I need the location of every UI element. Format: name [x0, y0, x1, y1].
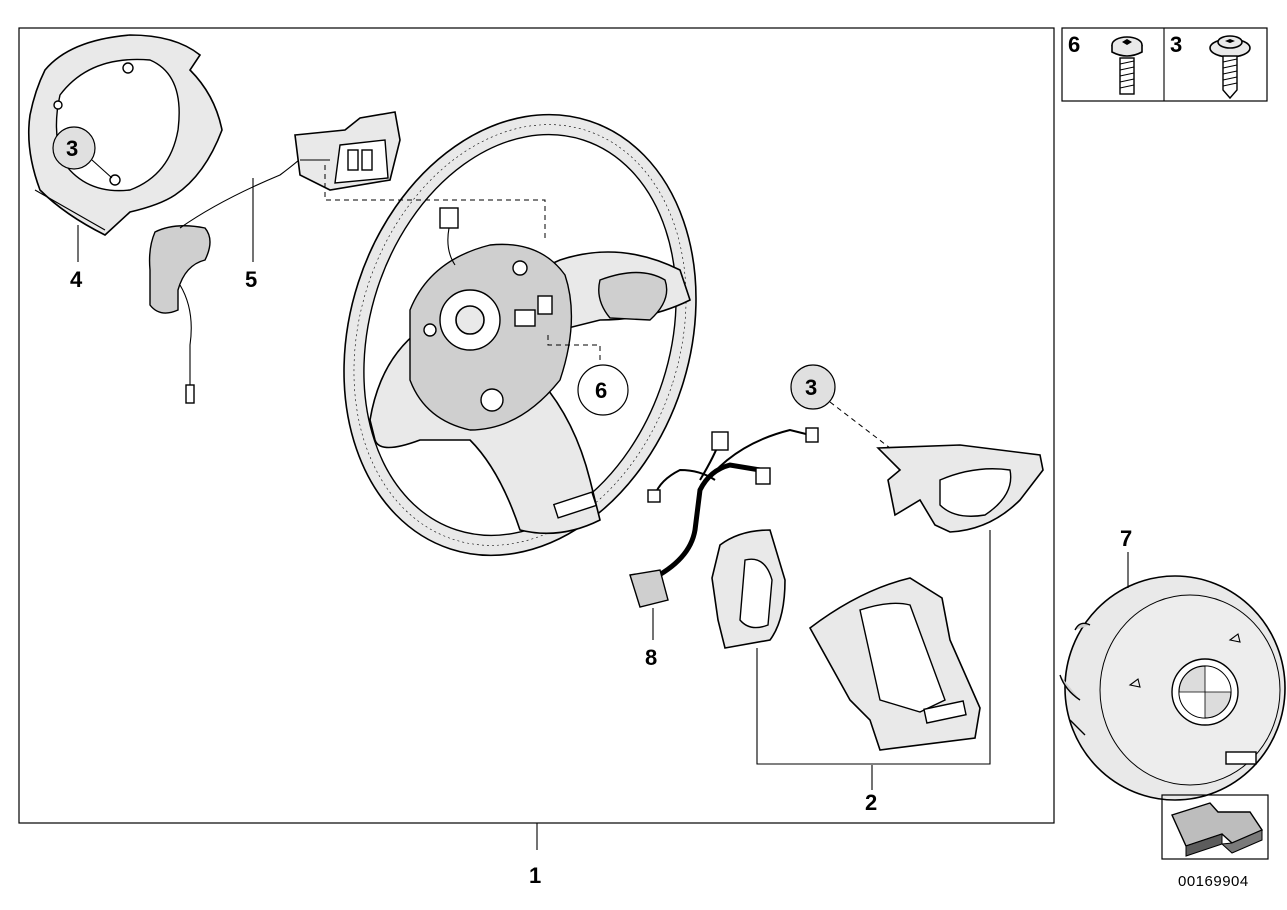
orientation-arrow-icon	[1161, 794, 1269, 860]
callout-7: 7	[1120, 526, 1132, 551]
callout-2: 2	[865, 790, 877, 815]
legend-label-3: 3	[1170, 32, 1182, 57]
flange-screw-icon	[1209, 35, 1251, 100]
wiring-harness-icon	[629, 427, 819, 608]
legend-label-6: 6	[1068, 32, 1080, 57]
callout-1: 1	[529, 863, 541, 888]
trim-cover-icon	[711, 444, 1044, 790]
reference-number: 00169904	[1178, 873, 1249, 890]
steering-wheel-icon	[324, 113, 697, 557]
switch-module-icon	[148, 111, 401, 404]
torx-screw-icon	[1111, 36, 1143, 95]
callout-circle-3-left	[52, 126, 96, 170]
callout-3-right: 3	[805, 375, 817, 400]
callout-circle-6	[577, 364, 629, 416]
callout-4: 4	[70, 267, 83, 292]
callout-6: 6	[595, 378, 607, 403]
callout-circle-3-right	[790, 364, 836, 410]
callout-8: 8	[645, 645, 657, 670]
airbag-module-icon	[1059, 575, 1286, 801]
callout-5: 5	[245, 267, 257, 292]
callout-3-left: 3	[66, 136, 78, 161]
